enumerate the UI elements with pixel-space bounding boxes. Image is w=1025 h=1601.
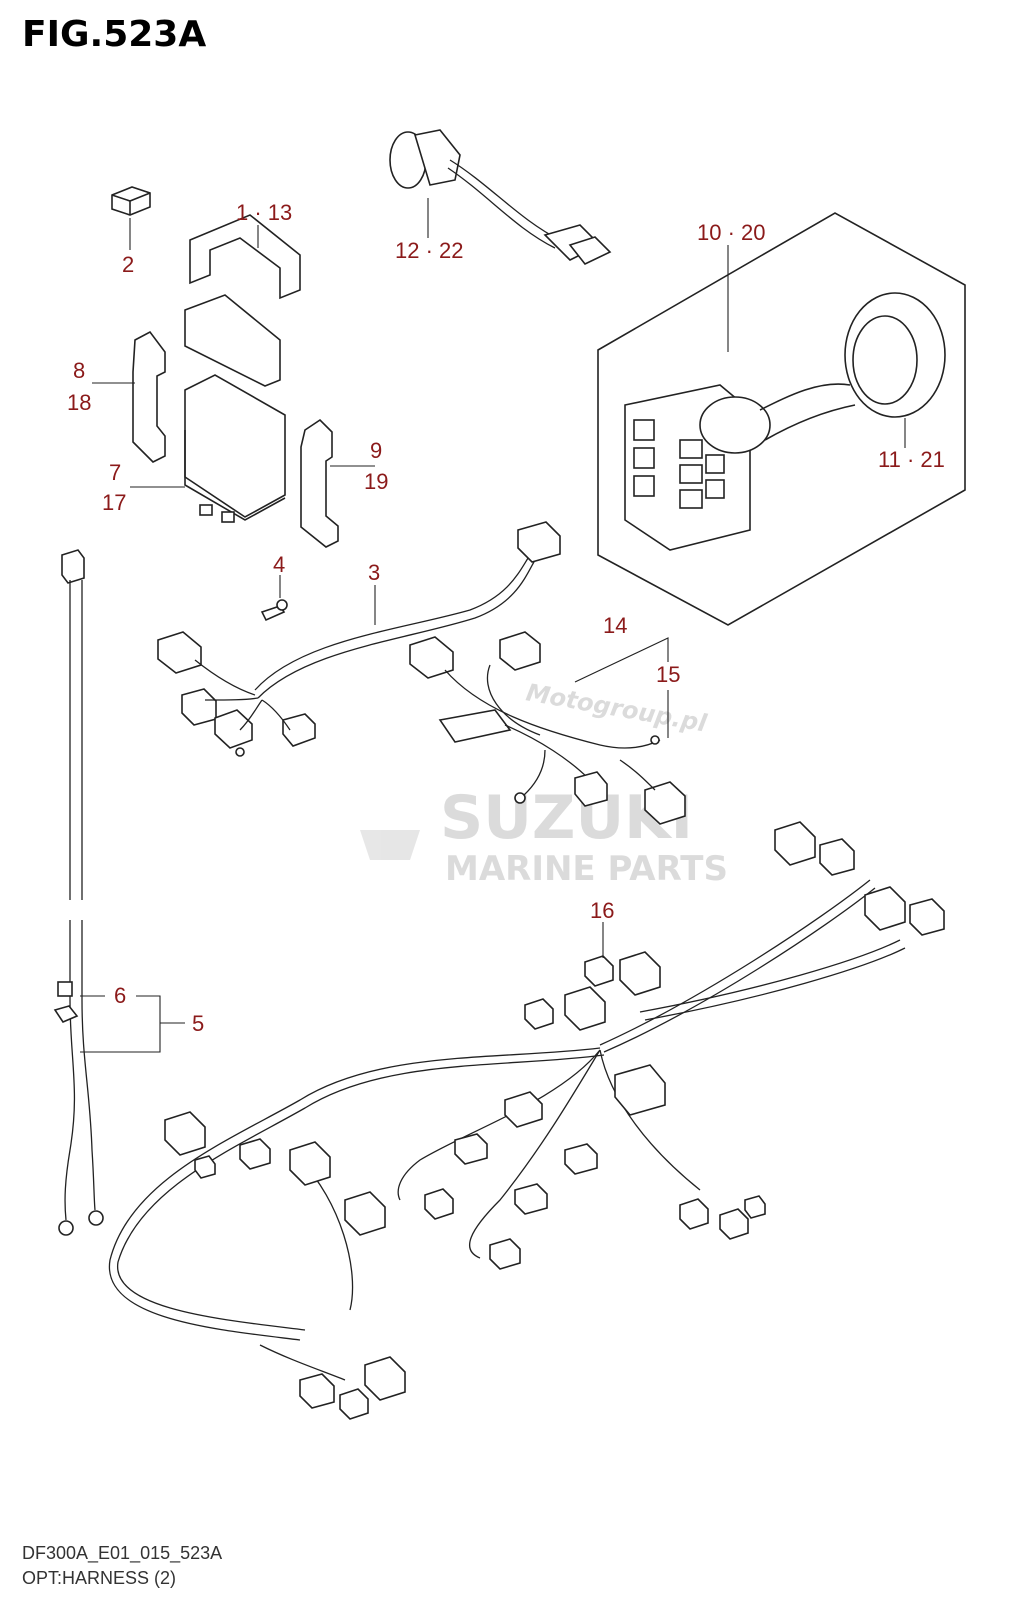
footer-caption: OPT:HARNESS (2) <box>22 1568 177 1588</box>
watermark-subtitle: MARINE PARTS <box>445 849 728 889</box>
callout-4: 4 <box>273 552 285 577</box>
callout-14: 14 <box>603 613 627 638</box>
callout-2: 2 <box>122 252 134 277</box>
callout-8: 8 <box>73 358 85 383</box>
callout-18: 18 <box>67 390 91 415</box>
footer-code: DF300A_E01_015_523A <box>22 1543 223 1563</box>
figure-title: FIG.523A <box>22 14 207 55</box>
part-5-cable[interactable] <box>53 549 104 1236</box>
callout-9: 9 <box>370 438 382 463</box>
callout-12-22: 12 · 22 <box>395 238 464 263</box>
part-4-screw[interactable] <box>260 599 288 622</box>
callout-5: 5 <box>192 1011 204 1036</box>
callout-7: 7 <box>109 460 121 485</box>
part-8-bracket[interactable] <box>132 330 166 463</box>
callout-17: 17 <box>102 490 126 515</box>
watermark-site: Motogroup.pl <box>524 678 709 737</box>
watermark-logo <box>360 830 420 860</box>
callout-6: 6 <box>114 983 126 1008</box>
part-1-bracket[interactable] <box>184 214 301 387</box>
callout-1-13: 1 · 13 <box>236 200 292 225</box>
leader-6-5-bracket <box>80 995 161 1053</box>
part-2-cap[interactable] <box>111 186 151 216</box>
callout-15: 15 <box>656 662 680 687</box>
leader-14 <box>574 637 669 683</box>
part-12-switch[interactable] <box>389 129 612 265</box>
part-10-panel[interactable] <box>597 212 966 626</box>
part-3-harness[interactable] <box>157 521 561 757</box>
part-9-bracket[interactable] <box>300 418 339 548</box>
callout-3: 3 <box>368 560 380 585</box>
callout-10-20: 10 · 20 <box>697 220 766 245</box>
callout-16: 16 <box>590 898 614 923</box>
part-11-grommet[interactable] <box>844 292 946 418</box>
callout-11-21: 11 · 21 <box>878 447 945 472</box>
part-7-module[interactable] <box>184 374 286 523</box>
callout-19: 19 <box>364 469 388 494</box>
part-14-harness[interactable] <box>409 631 686 825</box>
part-16-harness[interactable] <box>108 821 945 1420</box>
callout-labels: 1 · 13 2 12 · 22 10 · 20 8 18 7 17 9 19 … <box>67 200 945 1036</box>
